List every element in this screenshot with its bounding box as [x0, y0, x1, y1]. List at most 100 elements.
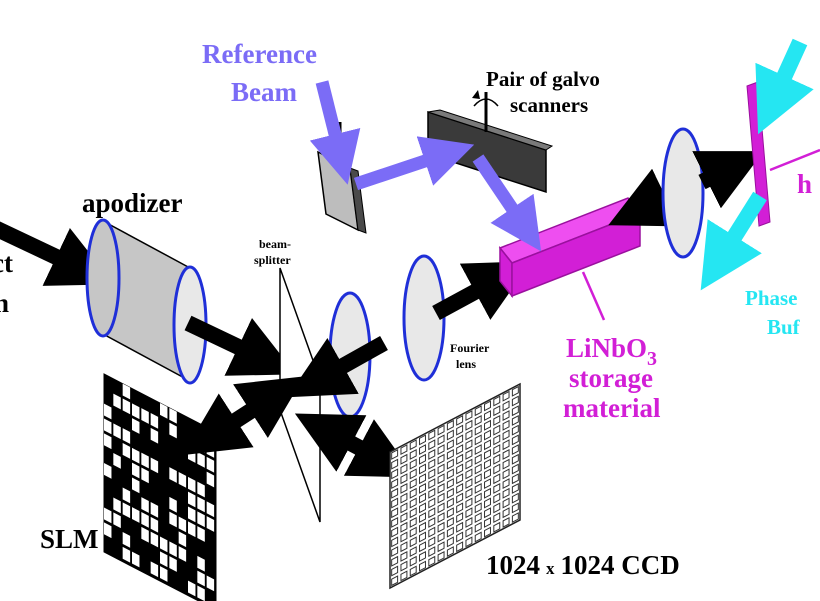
ccd-pixel	[419, 521, 426, 533]
ccd-pixel	[446, 458, 454, 470]
ccd-pixel	[493, 463, 501, 475]
ccd-pixel	[437, 424, 445, 436]
ccd-pixel	[446, 429, 454, 441]
ccd-pixel	[400, 541, 408, 553]
slm-pixel	[178, 472, 187, 488]
slm-pixel	[113, 497, 121, 514]
ccd-pixel	[409, 555, 417, 567]
ccd-pixel	[484, 448, 491, 460]
slm-pixel	[188, 506, 196, 523]
ccd-pixel	[484, 419, 491, 431]
ccd-pixel	[419, 473, 426, 485]
slm-splitter-arrow	[182, 376, 305, 456]
ccd-pixel	[465, 439, 473, 451]
ccd-pixel	[502, 458, 510, 470]
ccd-pixel	[409, 516, 417, 528]
slm-pixel	[206, 471, 215, 488]
ccd-pixel	[511, 512, 519, 524]
slm-pixel	[206, 456, 215, 473]
ccd-pixel	[465, 419, 473, 431]
ccd-pixel	[400, 512, 408, 524]
ccd-pixel	[474, 453, 482, 465]
ccd-pixel	[437, 531, 445, 543]
ccd-pixel	[428, 439, 436, 451]
ccd-pixel	[409, 546, 417, 558]
ccd-pixel	[428, 429, 436, 441]
ccd-label-b: 1024 CCD	[561, 550, 680, 580]
ccd-pixel	[474, 424, 482, 436]
cyan-arrow-top	[755, 38, 814, 135]
ccd-pixel	[493, 502, 501, 514]
ccd-pixel	[419, 444, 426, 456]
ccd-pixel	[493, 482, 501, 494]
ccd-pixel	[391, 478, 399, 490]
apodizer-label: apodizer	[82, 188, 183, 218]
slm-pixel	[197, 452, 205, 468]
ccd-pixel	[502, 507, 510, 519]
ccd-pixel	[484, 439, 491, 451]
ccd-pixel	[484, 516, 491, 528]
slm-pixel	[197, 496, 205, 513]
cyan-arrow-bottom	[700, 191, 767, 291]
input-beam-arrow	[0, 221, 115, 286]
ccd-pixel	[493, 473, 501, 485]
ccd-pixel	[400, 463, 408, 475]
ccd-pixel	[511, 385, 519, 397]
ccd-pixel	[511, 463, 519, 475]
ccd-pixel	[428, 526, 436, 538]
ccd-pixel	[493, 521, 501, 533]
ccd-pixel	[511, 502, 519, 514]
ccd-pixel	[409, 507, 417, 519]
ccd-pixel	[428, 546, 436, 558]
ccd-pixel	[456, 414, 464, 426]
slm-pixel	[132, 507, 140, 523]
slm-pixel	[122, 532, 131, 548]
ccd-pixel	[511, 414, 519, 426]
ccd-pixel	[493, 512, 501, 524]
ccd-pixel	[419, 492, 426, 504]
slm-label: SLM	[40, 524, 99, 554]
slm-pixel	[178, 516, 187, 533]
ccd-pixel	[456, 531, 464, 543]
ccd-pixel	[493, 444, 501, 456]
slm-pixel	[132, 551, 140, 568]
slm-pixel	[206, 516, 215, 532]
ccd-pixel	[391, 497, 399, 509]
slm-pixel	[169, 422, 177, 439]
slm-pixel	[141, 526, 149, 543]
ccd-pixel	[391, 575, 399, 587]
ccd-pixel	[493, 434, 501, 446]
ccd-pixel	[511, 444, 519, 456]
apodizer	[85, 218, 208, 385]
slm-pixel	[197, 555, 205, 572]
slm-pixel	[188, 491, 196, 508]
ccd-pixel	[437, 521, 445, 533]
slm-pixel	[132, 447, 140, 464]
ccd-pixel	[409, 439, 417, 451]
ccd-pixel	[511, 405, 519, 417]
slm-pixel	[104, 463, 112, 479]
ccd-pixel	[391, 565, 399, 577]
slm-pixel	[150, 516, 159, 533]
ccd-pixel	[446, 448, 454, 460]
ccd-pixel	[484, 497, 491, 509]
slm-pixel	[122, 428, 131, 444]
ccd-pixel	[437, 482, 445, 494]
slm-pixel	[169, 467, 177, 483]
ccd-pixel	[502, 390, 510, 402]
ccd-pixel	[400, 570, 408, 582]
slm-pixel	[132, 403, 140, 420]
ccd-pixel	[484, 468, 491, 480]
ccd-pixel	[437, 492, 445, 504]
ccd-pixel	[428, 458, 436, 470]
storage-label-1: LiNbO3	[566, 333, 657, 370]
ccd-pixel	[437, 444, 445, 456]
ccd-pixel	[437, 463, 445, 475]
ccd-pixel	[502, 478, 510, 490]
phase-conjugate-mirror	[746, 81, 771, 227]
ccd-pixel	[400, 473, 408, 485]
ccd-pixel	[428, 448, 436, 460]
fourier-lens-label-2: lens	[456, 357, 476, 371]
